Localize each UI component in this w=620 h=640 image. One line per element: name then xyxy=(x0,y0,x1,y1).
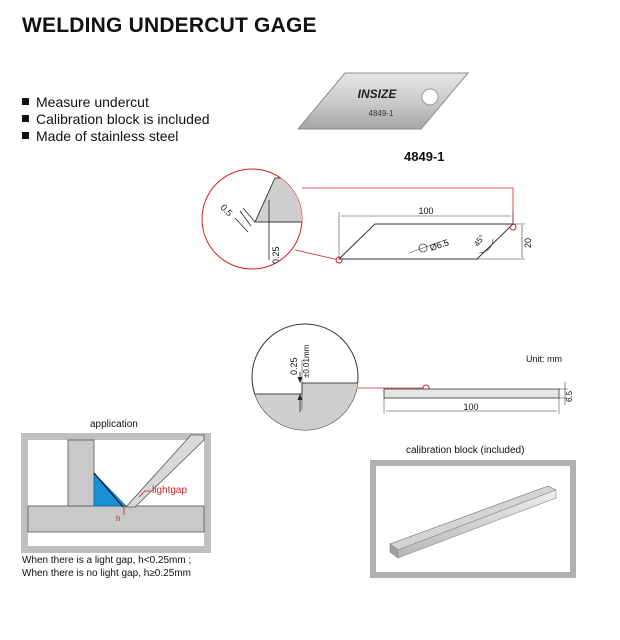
vertical-plate xyxy=(67,439,95,507)
feature-text: Measure undercut xyxy=(36,94,149,110)
application-label: application xyxy=(90,419,138,430)
h-label: h xyxy=(116,514,120,523)
gage-in-use xyxy=(125,434,205,508)
base-plate xyxy=(27,505,205,533)
feature-item: Measure undercut xyxy=(22,94,210,111)
weld-bead xyxy=(93,472,127,507)
square-bullet-icon xyxy=(22,132,29,139)
application-illustration: lightgap h xyxy=(21,433,211,553)
page-title: WELDING UNDERCUT GAGE xyxy=(22,14,317,37)
block-thickness-dim: 6.5 xyxy=(565,390,574,402)
gage-technical-drawing: 0.5 0.25 100 20 45° Ø6.5 xyxy=(201,168,533,270)
block-length-dim: 100 xyxy=(463,402,478,412)
calibration-label: calibration block (included) xyxy=(406,445,525,456)
feature-list: Measure undercut Calibration block is in… xyxy=(22,94,210,145)
feature-item: Made of stainless steel xyxy=(22,128,210,145)
block-detail-dim-a: 0.25 xyxy=(289,357,299,375)
height-dim: 20 xyxy=(523,238,533,248)
gage-hole xyxy=(421,88,439,106)
square-bullet-icon xyxy=(22,98,29,105)
block-detail-dim-b: ±0.01mm xyxy=(302,344,311,378)
gage-product-image: INSIZE 4849-1 xyxy=(296,72,470,130)
block-outline xyxy=(383,388,560,399)
feature-item: Calibration block is included xyxy=(22,111,210,128)
feature-text: Calibration block is included xyxy=(36,111,210,127)
square-bullet-icon xyxy=(22,115,29,122)
gage-outline xyxy=(337,223,515,260)
model-number: 4849-1 xyxy=(404,149,445,164)
calibration-bar-side xyxy=(397,489,557,559)
unit-label: Unit: mm xyxy=(526,354,562,364)
feature-text: Made of stainless steel xyxy=(36,128,179,144)
brand-logo: INSIZE xyxy=(358,87,398,101)
calibration-block-image xyxy=(370,460,576,578)
block-technical-drawing: 0.25 ±0.01mm 100 6.5 xyxy=(251,323,574,431)
note-light-gap: When there is a light gap, h<0.25mm ; xyxy=(22,555,192,566)
length-dim: 100 xyxy=(418,206,433,216)
note-no-light-gap: When there is no light gap, h≥0.25mm xyxy=(22,568,191,579)
gage-blade xyxy=(296,72,470,130)
light-gap-label: lightgap xyxy=(152,485,187,496)
engraved-code: 4849-1 xyxy=(369,109,394,118)
detail-dim-b: 0.25 xyxy=(271,246,281,264)
